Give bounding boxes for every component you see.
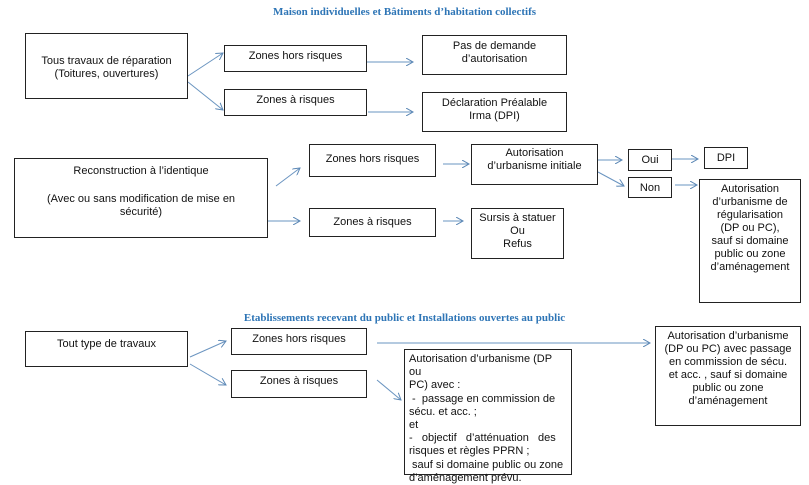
box-line: Irma (DPI) [469,110,520,122]
zone-safe-box-1: Zones hors risques [224,45,367,72]
box-line: Zones à risques [256,94,335,106]
box-line: (Toitures, ouvertures) [54,68,159,80]
box-line: Tout type de travaux [56,338,157,350]
box-line: et [409,419,419,432]
box-line: (DP ou PC) avec passage [664,343,792,355]
box-line: sécurité) [119,206,163,218]
box-line: Ou [510,225,525,237]
zone-risk-box-2: Zones à risques [309,208,436,237]
repair-works-box: Tous travaux de réparation (Toitures, ou… [25,33,188,99]
box-line: Non [639,182,661,194]
zone-safe-box-3: Zones hors risques [231,328,367,355]
arrow [275,168,300,187]
box-line: d’autorisation [461,53,528,65]
box-line: Déclaration Préalable [441,97,548,109]
box-line: Sursis à statuer [479,212,556,224]
box-line: (Avec ou sans modification de mise en [46,193,236,205]
box-line: public ou zone [714,248,786,260]
box-line: DPI [716,152,736,164]
no-request-box: Pas de demande d’autorisation [422,35,567,75]
box-line: sauf si domaine [711,235,789,247]
box-line: Zones hors risques [252,333,346,345]
erp-safe-authorization-box: Autorisation d’urbanisme (DP ou PC) avec… [655,326,801,426]
zone-risk-box-1: Zones à risques [224,89,367,116]
box-line: Autorisation [720,183,780,195]
box-line: d’urbanisme initiale [487,160,582,172]
box-line: d’aménagement [710,261,790,273]
box-line: Pas de demande [452,40,537,52]
section3-title: Etablissements recevant du public et Ins… [243,312,566,324]
box-line: d’aménagement [688,395,768,407]
arrow [187,53,223,77]
all-works-box: Tout type de travaux [25,331,188,367]
zone-risk-box-3: Zones à risques [231,370,367,398]
box-line: et acc. , sauf si domaine [668,369,788,381]
stay-or-refusal-box: Sursis à statuer Ou Refus [471,208,564,259]
arrow [187,81,223,110]
box-line: Tous travaux de réparation [41,55,172,67]
box-line: en commission de sécu. [669,356,787,368]
yes-box: Oui [628,149,672,171]
initial-authorization-box: Autorisation d’urbanisme initiale [471,144,598,185]
erp-risk-authorization-box: Autorisation d’urbanisme (DP ou PC) avec… [404,349,572,484]
box-line: Zones à risques [333,216,412,228]
regularisation-box: Autorisation d’urbanisme de régularisati… [699,179,801,303]
arrow [597,171,624,186]
box-line: Autorisation d’urbanisme [667,330,789,342]
box-line: d’urbanisme de [712,196,788,208]
box-line: Zones hors risques [325,153,420,165]
arrow [376,379,401,400]
dpi-box: DPI [704,147,748,169]
box-line: Refus [503,238,532,250]
arrow [189,363,226,385]
box-line: - objectif d’atténuation des [409,432,556,445]
section1-title: Maison individuelles et Bâtiments d’habi… [272,6,537,18]
box-line: (DP ou PC), [720,222,780,234]
box-line: sauf si domaine public ou zone [409,458,564,471]
box-line: Oui [641,154,659,166]
box-line: Autorisation [505,147,564,159]
box-line: Zones hors risques [248,50,343,62]
box-line: sécu. et acc. ; [409,405,477,418]
box-line: PC) avec : [409,379,461,392]
box-line: d’aménagement prévu. [409,471,522,484]
box-line: Autorisation d’urbanisme (DP ou [409,353,552,379]
no-box: Non [628,177,672,198]
box-line: risques et règles PPRN ; [409,445,530,458]
arrow [189,341,226,358]
box-line: Zones à risques [259,375,339,387]
dpi-declaration-box: Déclaration Préalable Irma (DPI) [422,92,567,132]
box-line: régularisation [716,209,784,221]
zone-safe-box-2: Zones hors risques [309,144,436,177]
box-line: Reconstruction à l’identique [73,165,209,177]
box-line: public ou zone [692,382,764,394]
reconstruction-box: Reconstruction à l’identique (Avec ou sa… [14,158,268,238]
box-line: - passage en commission de [409,392,556,405]
